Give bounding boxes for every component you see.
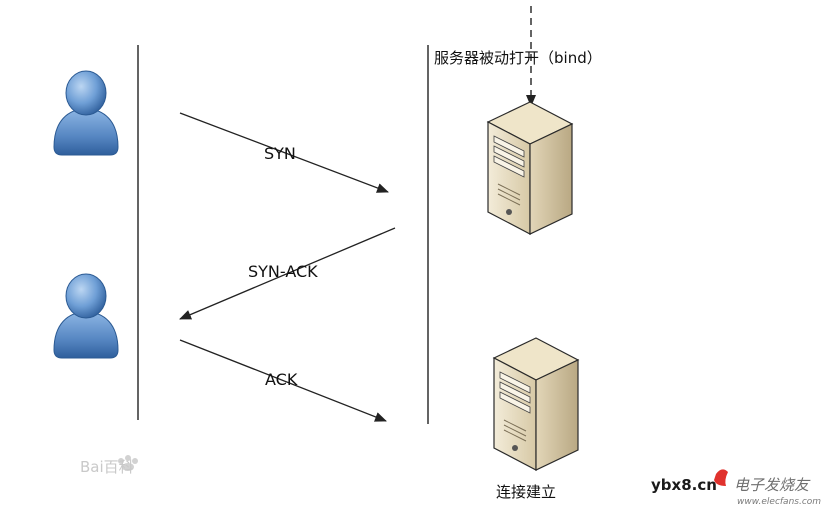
ack-arrow <box>179 339 387 422</box>
logo-url-text: www.elecfans.com <box>737 497 821 507</box>
server-passive-open-label: 服务器被动打开（bind） <box>434 49 602 67</box>
syn-ack-label: SYN-ACK <box>248 262 318 281</box>
site-text: ybx8.cn <box>651 476 717 494</box>
user-icon <box>53 273 119 359</box>
elecfans-logo-icon <box>714 469 728 486</box>
server-icon <box>487 101 573 235</box>
syn-label: SYN <box>264 144 296 163</box>
svg-text:Bai百科: Bai百科 <box>80 458 134 476</box>
elecfans-branding: ybx8.cn 电子发烧友 www.elecfans.com <box>651 469 821 507</box>
ack-label: ACK <box>265 370 298 389</box>
baidu-watermark: Bai百科 <box>80 455 138 476</box>
user-icon <box>53 70 119 156</box>
connection-established-label: 连接建立 <box>496 483 556 501</box>
logo-text: 电子发烧友 <box>734 476 811 494</box>
syn-ack-arrow <box>179 227 396 320</box>
server-icon <box>493 337 579 471</box>
syn-arrow <box>179 112 389 193</box>
